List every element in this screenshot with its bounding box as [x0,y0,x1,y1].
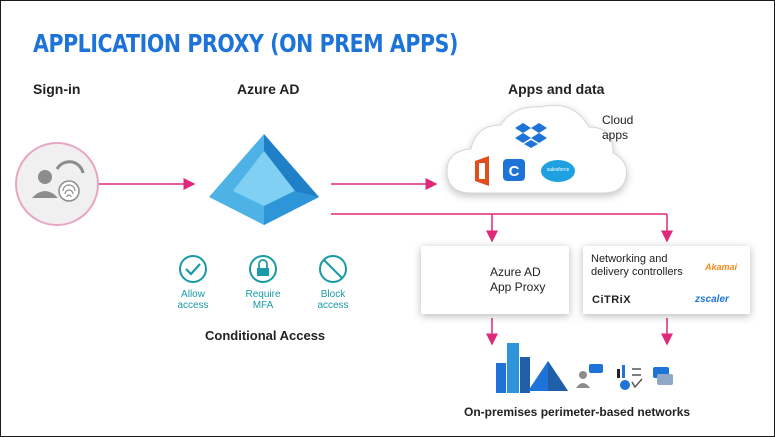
salesforce-logo-text: salesforce [546,167,570,173]
block-line2: access [317,300,349,311]
block-icon [319,255,347,283]
office-icon [475,156,489,186]
apps-data-header: Apps and data [508,81,605,97]
salesforce-icon [541,160,575,182]
networking-card: Networking and delivery controllers Akam… [583,246,750,314]
akamai-logo: Akamai [705,262,738,272]
zscaler-logo: zscaler [695,294,729,305]
lock-icon [249,255,277,283]
svg-text:C: C [509,163,520,180]
f5-logo-text: f5 [655,295,663,304]
dropbox-icon [515,123,547,148]
app-proxy-label: Azure AD App Proxy [490,265,545,295]
networking-label: Networking and delivery controllers [591,253,683,279]
proxy-line1: Azure AD [490,265,541,279]
allow-access-label: Allow access [173,289,213,311]
allow-line1: Allow [181,289,205,300]
mfa-line2: MFA [252,300,274,311]
cpanel-icon: C [503,159,525,181]
users-chat-icon [576,364,603,388]
pyramid-network-icon [528,361,568,391]
cloud-label-line2: apps [602,128,629,142]
sign-in-icon [15,142,99,226]
onprem-label: On-premises perimeter-based networks [464,405,691,419]
block-line1: Block [320,289,346,300]
buildings-icon [496,343,530,393]
block-access-label: Block access [313,289,353,311]
networking-line2: delivery controllers [591,266,683,278]
slide-title: APPLICATION PROXY (ON PREM APPS) [33,29,458,58]
chat-icon [653,367,673,385]
allow-line2: access [177,300,209,311]
azure-ad-header: Azure AD [237,81,300,97]
analytics-icon [617,365,643,390]
conditional-access-label: Conditional Access [205,328,326,343]
sign-in-header: Sign-in [33,81,81,97]
citrix-logo: CiTRiX [592,294,632,306]
cloud-apps-label: Cloud apps [602,113,633,143]
allow-icon [179,255,207,283]
networking-line1: Networking and [591,253,668,265]
app-proxy-card: Azure AD App Proxy [421,246,569,314]
azure-ad-pyramid-icon [209,134,319,225]
cloud-label-line1: Cloud [602,113,634,127]
mfa-line1: Require [245,289,281,300]
require-mfa-label: Require MFA [241,289,285,311]
cloud-shape [446,104,627,194]
proxy-line2: App Proxy [490,280,546,294]
